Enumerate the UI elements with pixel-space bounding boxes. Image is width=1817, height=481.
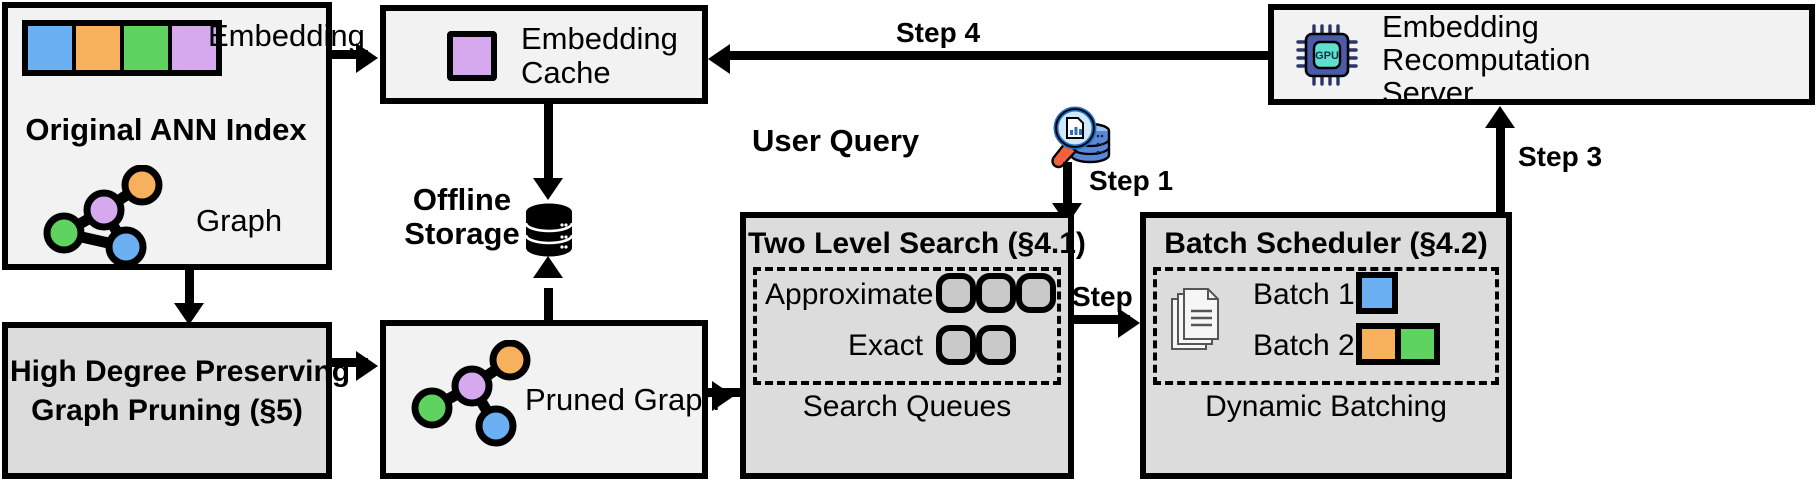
search-queues-panel <box>753 267 1061 385</box>
arrow-index-to-pruning-head <box>174 303 204 325</box>
arrow-cache-to-storage-line <box>544 104 553 180</box>
magnifier-database-icon <box>1051 106 1111 169</box>
batch-2-block-orange <box>1362 329 1398 359</box>
green-node <box>43 212 85 254</box>
dynamic-batching-footer: Dynamic Batching <box>1205 390 1447 423</box>
embedding-cache-box <box>380 5 708 104</box>
embedding-swatch-strip <box>22 20 222 76</box>
search-row-label-approximate: Approximate <box>765 278 934 311</box>
arrow-pruned-to-search-head <box>712 381 734 411</box>
offline-storage-line2: Storage <box>404 216 520 251</box>
arrow-index-to-cache-head <box>356 43 378 73</box>
arrow-pruned-to-storage-line <box>544 288 553 326</box>
original-graph-figure <box>43 165 163 265</box>
orange-node <box>489 340 531 381</box>
batch-1-blocks <box>1356 272 1398 314</box>
graph-pruning-box <box>2 322 332 479</box>
graph-pruning-line2: Graph Pruning (§5) <box>31 394 303 427</box>
database-cylinder-icon <box>524 203 574 257</box>
recomputation-server-line2: Recomputation <box>1382 42 1591 77</box>
arrow-pruning-to-pruned-head <box>356 351 378 381</box>
step2-arrow-head <box>1118 308 1140 338</box>
embedding-label: Embedding <box>208 18 365 53</box>
embedding-swatch-orange <box>76 26 124 70</box>
step4-arrow-head <box>708 44 730 74</box>
purple-node <box>83 189 125 231</box>
offline-storage-line1: Offline <box>412 182 512 217</box>
recomputation-server-line1: Embedding <box>1382 9 1539 44</box>
search-queues-footer: Search Queues <box>802 390 1012 423</box>
recomputation-server-line3: Server <box>1382 75 1474 110</box>
user-query-label: User Query <box>752 123 920 158</box>
step2-arrow-line <box>1074 315 1130 324</box>
arrow-pruning-to-pruned-line <box>332 358 368 367</box>
approximate-slot-3 <box>1016 273 1056 313</box>
batch-label-2: Batch 2 <box>1253 329 1355 362</box>
step3-label: Step 3 <box>1518 141 1603 172</box>
graph-label: Graph <box>196 203 283 238</box>
pruned-graph-label: Pruned Graph <box>525 382 720 417</box>
batch-2-blocks <box>1356 323 1440 365</box>
arrow-pruned-to-storage-head <box>533 256 563 278</box>
search-row-label-exact: Exact <box>848 329 924 362</box>
embedding-swatch-purple <box>172 26 216 70</box>
arrow-index-to-cache-line <box>332 50 368 59</box>
arrow-index-to-pruning-line <box>185 270 194 307</box>
dynamic-batching-panel <box>1153 267 1499 385</box>
purple-node <box>451 365 493 407</box>
embedding-cache-line1: Embedding <box>521 21 678 56</box>
original-ann-index-title: Original ANN Index <box>25 112 307 147</box>
documents-stack-icon <box>1171 288 1219 350</box>
pruned-graph-figure <box>411 340 531 447</box>
step4-label: Step 4 <box>896 17 981 48</box>
exact-slot-1 <box>936 325 976 365</box>
graph-pruning-line1: High Degree Preserving <box>10 355 351 388</box>
blue-node <box>105 226 147 265</box>
step3-arrow-head <box>1485 106 1515 128</box>
embedding-cache-line2: Cache <box>521 55 611 90</box>
gpu-chip-text: GPU <box>1315 50 1339 62</box>
exact-slot-2 <box>976 325 1016 365</box>
embedding-cache-swatch <box>447 31 497 81</box>
approximate-slot-1 <box>936 273 976 313</box>
embedding-swatch-blue <box>28 26 76 70</box>
arrow-cache-to-storage-head <box>533 178 563 200</box>
gpu-chip-icon: GPU <box>1296 24 1358 86</box>
orange-node <box>121 165 163 206</box>
batch-scheduler-title: Batch Scheduler (§4.2) <box>1164 227 1488 260</box>
step3-arrow-line <box>1496 128 1505 213</box>
recomputation-server-box <box>1268 4 1815 105</box>
step1-label: Step 1 <box>1089 165 1174 196</box>
two-level-search-title: Two Level Search (§4.1) <box>748 227 1086 260</box>
embedding-swatch-green <box>124 26 172 70</box>
two-level-search-box <box>740 212 1074 479</box>
blue-node <box>475 405 517 447</box>
step1-arrow-line <box>1063 162 1072 207</box>
batch-label-1: Batch 1 <box>1253 278 1355 311</box>
batch-2-block-green <box>1398 329 1434 359</box>
green-node <box>411 387 453 429</box>
step4-arrow-line <box>730 51 1270 60</box>
approximate-slot-2 <box>976 273 1016 313</box>
